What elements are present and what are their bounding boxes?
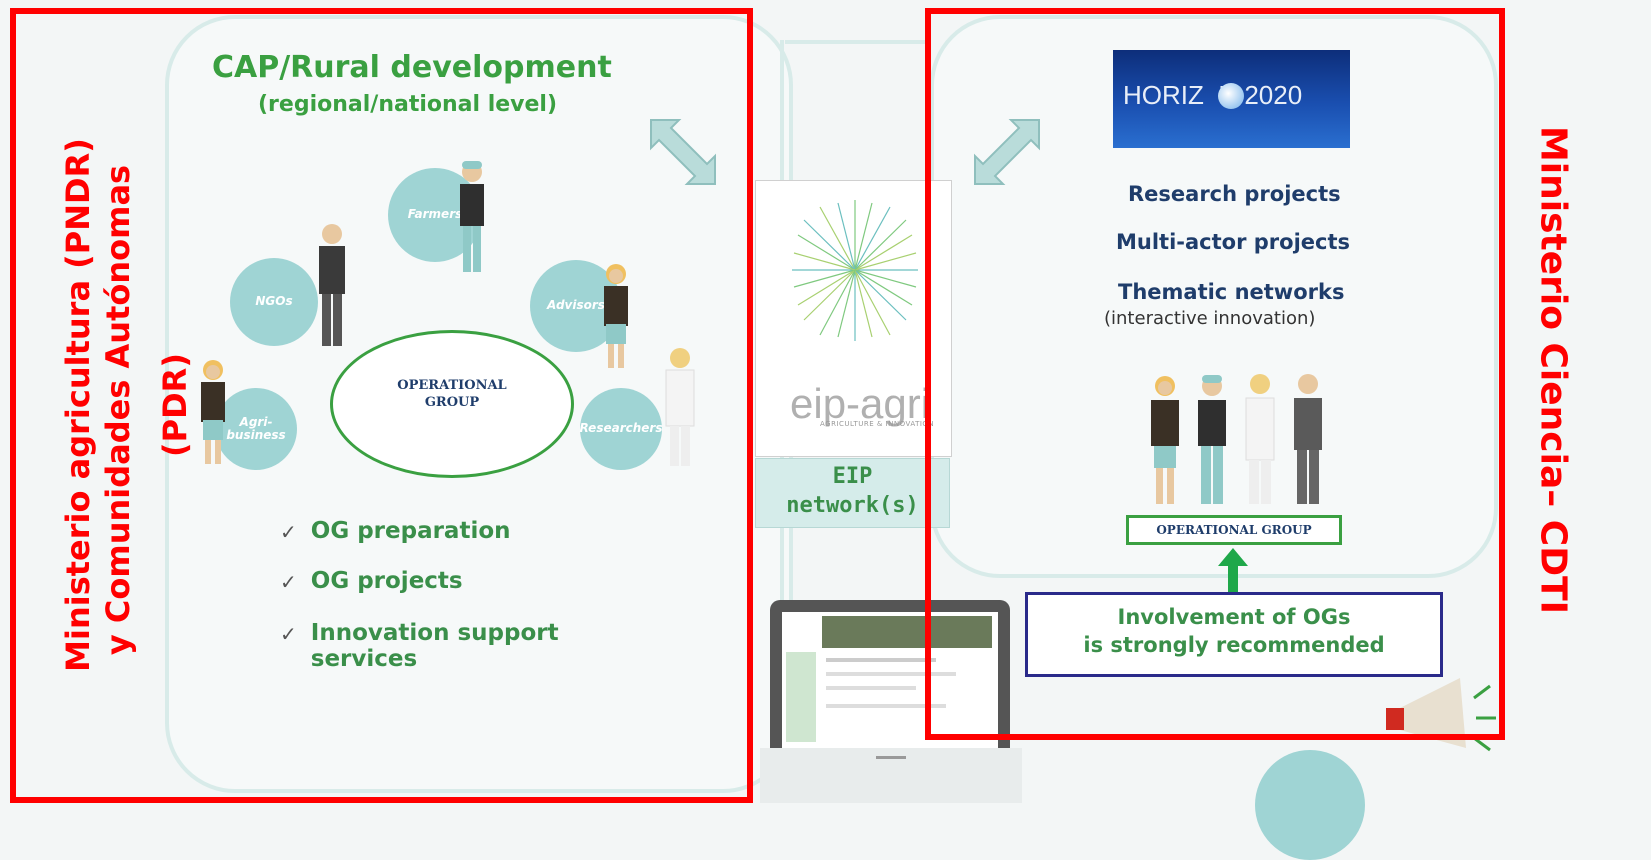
connector-line-top	[785, 40, 930, 44]
horizon-2020-text: HORIZ N 2020	[1123, 80, 1303, 110]
bullet-text: Innovation support services	[310, 620, 559, 673]
research-projects: Research projects	[1128, 182, 1341, 206]
left-vertical-label-1: Ministerio agricultura (PNDR)	[59, 138, 97, 672]
circle-ngos: NGOs	[230, 258, 318, 346]
eip-agri-logo-sub: AGRICULTURE & INNOVATION	[820, 420, 935, 428]
double-arrow-icon-right	[974, 119, 1040, 185]
eip-agri-logo-text: eip-agri	[790, 380, 931, 427]
person-agribusiness-icon	[201, 360, 225, 464]
thematic-networks-sub: (interactive innovation)	[1104, 308, 1316, 329]
thematic-networks: Thematic networks	[1118, 280, 1345, 304]
og-box-right: OPERATIONAL GROUP	[1126, 515, 1342, 545]
involvement-box: Involvement of OGs is strongly recommend…	[1025, 592, 1443, 677]
teal-circle-bottom	[1255, 750, 1365, 860]
eip-starburst-icon	[792, 200, 918, 341]
involvement-line2: is strongly recommended	[1083, 633, 1385, 658]
cap-subtitle: (regional/national level)	[258, 92, 558, 117]
check-icon: ✓	[280, 570, 297, 594]
person-group-icon	[1151, 374, 1322, 504]
double-arrow-icon	[650, 119, 716, 185]
cap-title: CAP/Rural development	[212, 50, 612, 85]
check-icon: ✓	[280, 520, 297, 544]
person-researcher-icon	[665, 348, 695, 466]
eip-network-box: EIP network(s)	[755, 458, 950, 528]
operational-group-line2: GROUP	[424, 394, 480, 410]
laptop-trackpad	[876, 756, 906, 759]
eip-network-line2: network(s)	[786, 492, 919, 518]
megaphone-icon	[1386, 678, 1496, 752]
red-box-right	[925, 8, 1505, 740]
left-vertical-label-2: y Comunidades Autónomas	[99, 164, 137, 656]
bullet-og-projects: ✓ OG projects	[280, 568, 463, 594]
person-farmer-icon	[460, 161, 484, 272]
multi-actor-projects: Multi-actor projects	[1116, 230, 1350, 254]
circle-agribusiness: Agri- business	[215, 388, 297, 470]
bullet-text: OG preparation	[310, 518, 511, 544]
circle-researchers: Researchers	[580, 388, 662, 470]
eip-agri-logo-card	[755, 180, 952, 457]
involvement-line1: Involvement of OGs	[1117, 605, 1351, 629]
right-vertical-label: Ministerio Ciencia– CDTI	[1532, 125, 1574, 615]
arrow-up-icon	[1218, 548, 1248, 594]
red-box-left	[10, 8, 753, 803]
left-vertical-label-3: (PDR)	[156, 353, 194, 457]
operational-group-ellipse	[330, 330, 574, 478]
globe-icon	[1218, 83, 1244, 109]
person-advisor-icon	[604, 264, 628, 368]
operational-group-line1: OPERATIONAL	[397, 378, 507, 393]
eip-network-line1: EIP	[832, 464, 873, 489]
bullet-text: OG projects	[310, 568, 463, 594]
check-icon: ✓	[280, 622, 297, 646]
person-ngo-icon	[319, 224, 345, 346]
bullet-innovation-support: ✓ Innovation support services	[280, 620, 559, 673]
laptop-webpage	[782, 612, 998, 748]
operational-group-label: OPERATIONAL GROUP	[330, 378, 574, 412]
bullet-og-preparation: ✓ OG preparation	[280, 518, 511, 544]
